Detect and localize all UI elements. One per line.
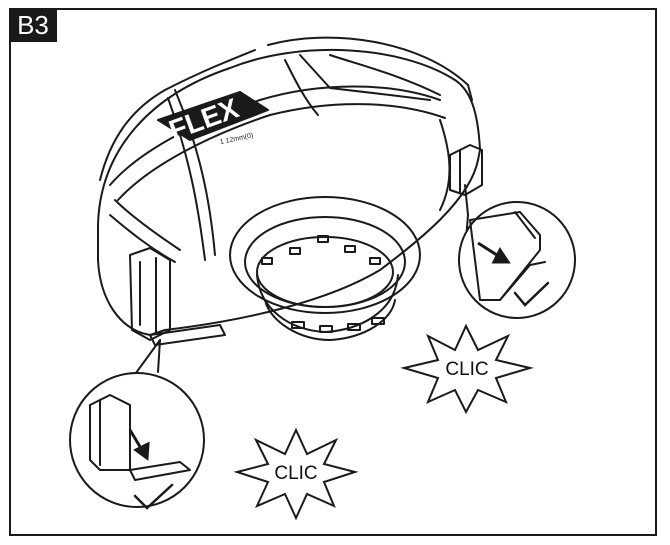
step-badge: B3 — [9, 8, 57, 42]
guard-shell — [97, 48, 481, 336]
left-latch — [129, 247, 171, 341]
clic-burst-right — [400, 323, 534, 415]
checkmark-icon — [513, 281, 550, 307]
arrow-icon — [491, 247, 511, 264]
clic-label-right: CLIC — [445, 359, 488, 380]
clic-burst-left — [233, 427, 359, 521]
logo-plate — [157, 91, 269, 141]
guard-top-ridge — [267, 36, 473, 101]
right-latch — [449, 144, 483, 196]
inset-top-right — [458, 201, 576, 319]
brand-subtext: 1 12mm(0) — [219, 132, 254, 146]
spool-opening-outer — [229, 196, 421, 314]
arrow-icon — [133, 441, 150, 461]
clic-label-left: CLIC — [274, 463, 317, 484]
checkmark-icon — [133, 483, 174, 510]
